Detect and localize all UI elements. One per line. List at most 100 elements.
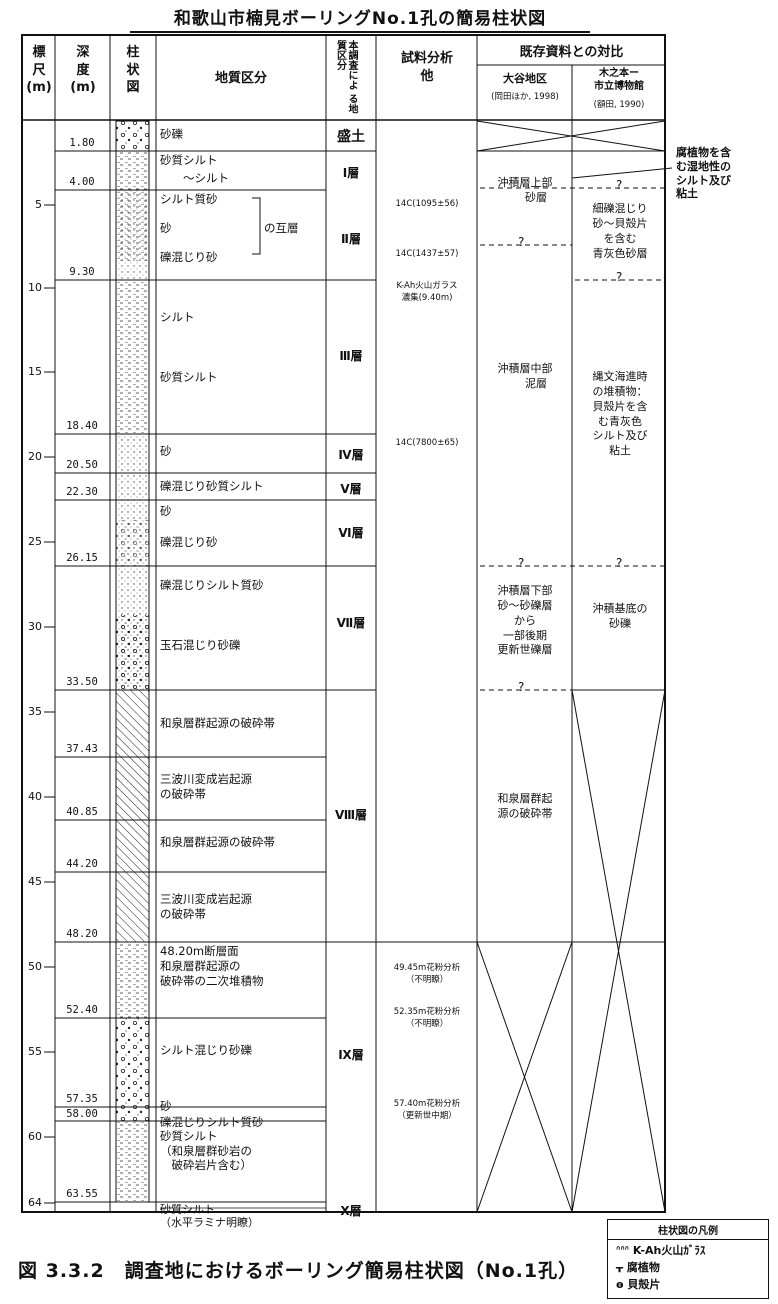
scale-tick: 50	[28, 960, 42, 973]
depth-value: 40.85	[66, 806, 98, 818]
uncertain-mark: ?	[518, 556, 525, 570]
scale-tick: 60	[28, 1130, 42, 1143]
header-column: 柱 状 図	[126, 45, 140, 96]
geology-description: 砂	[160, 444, 172, 458]
layer-label: Ⅳ層	[338, 448, 364, 462]
depth-value: 18.40	[66, 420, 98, 432]
scale-tick: 10	[28, 281, 42, 294]
analysis-note: 14C(7800±65)	[395, 438, 459, 448]
legend-item-shell: ɵ 貝殻片	[616, 1278, 661, 1291]
header-museum-ref: (額田, 1990)	[593, 100, 645, 110]
layer-label: Ⅹ層	[340, 1204, 362, 1218]
geology-description: 砂質シルト （水平ラミナ明瞭）	[160, 1203, 259, 1230]
depth-value: 37.43	[66, 743, 98, 755]
legend: 柱状図の凡例 ᐢᐢᐢ K-Ah火山ｶﾞﾗｽ ᚁ 腐植物 ɵ 貝殻片	[607, 1219, 769, 1299]
geology-description: 礫混じりシルト質砂 砂質シルト （和泉層群砂岩の 破砕岩片含む）	[160, 1115, 264, 1173]
side-note: 腐植物を含 む湿地性の シルト及び 粘土	[676, 146, 731, 201]
scale-tick: 20	[28, 450, 42, 463]
uncertain-mark: ?	[616, 178, 623, 192]
layer-label: Ⅷ層	[334, 808, 368, 822]
header-analysis: 試料分析 他	[400, 51, 453, 84]
scale-tick: 45	[28, 875, 42, 888]
ootani-comparison: 和泉層群起 源の破砕帯	[497, 792, 553, 820]
layer-label: Ⅰ層	[342, 166, 360, 180]
header-museum: 木之本ー 市立博物館	[594, 68, 644, 92]
header-ootani-ref: (岡田ほか, 1998)	[491, 92, 559, 102]
analysis-note: 14C(1095±56)	[395, 199, 459, 209]
volcanic-glass-icon: ᐢᐢᐢ	[616, 1244, 630, 1257]
depth-value: 57.35	[66, 1093, 98, 1105]
geology-description: の互層	[264, 221, 299, 235]
uncertain-mark: ?	[518, 680, 525, 694]
geology-description: 砂	[160, 1099, 172, 1113]
header-scale: 標 尺 (m)	[26, 45, 52, 96]
shell-icon: ɵ	[616, 1278, 624, 1291]
uncertain-mark: ?	[616, 270, 623, 284]
layer-label: Ⅶ層	[336, 616, 366, 630]
depth-value: 58.00	[66, 1108, 98, 1120]
depth-value: 63.55	[66, 1188, 98, 1200]
depth-value: 33.50	[66, 676, 98, 688]
depth-value: 26.15	[66, 552, 98, 564]
depth-value: 22.30	[66, 486, 98, 498]
scale-tick: 40	[28, 790, 42, 803]
uncertain-mark: ?	[518, 235, 525, 249]
geology-description: 砂 礫混じり砂	[160, 504, 218, 550]
scale-tick: 30	[28, 620, 42, 633]
legend-title: 柱状図の凡例	[608, 1222, 768, 1240]
analysis-note: 52.35m花粉分析 （不明瞭）	[393, 1007, 461, 1030]
scale-tick: 5	[35, 198, 42, 211]
geology-description: 三波川変成岩起源 の破砕帯	[160, 772, 252, 801]
geology-description: シルト混じり砂礫	[160, 1043, 252, 1057]
ootani-comparison: 沖積層下部 砂〜砂礫層 から 一部後期 更新世礫層	[497, 584, 553, 657]
geology-description: シルト質砂 砂 礫混じり砂	[160, 192, 218, 264]
museum-comparison: 縄文海進時 の堆積物： 貝殻片を含 む青灰色 シルト及び 粘土	[592, 370, 648, 458]
depth-value: 1.80	[69, 137, 95, 149]
header-survey-division: 本調査によ る地質区分	[334, 40, 358, 114]
geology-description: 礫混じり砂質シルト	[160, 479, 264, 493]
analysis-note: K-Ah火山ガラス 濃集(9.40m)	[396, 281, 458, 304]
geology-description: 三波川変成岩起源 の破砕帯	[160, 892, 252, 921]
humus-icon: ᚁ	[616, 1261, 624, 1274]
geology-description: 砂質シルト 〜シルト	[160, 153, 229, 185]
geology-description: 48.20m断層面 和泉層群起源の 破砕帯の二次堆積物	[160, 944, 264, 988]
geology-description: 和泉層群起源の破砕帯	[160, 716, 275, 730]
layer-label: 盛土	[337, 129, 365, 145]
analysis-note: 57.40m花粉分析 （更新世中期）	[393, 1099, 461, 1122]
museum-comparison: 沖積基底の 砂礫	[592, 602, 648, 630]
legend-item-volcanic-glass: ᐢᐢᐢ K-Ah火山ｶﾞﾗｽ	[616, 1244, 706, 1257]
scale-tick: 15	[28, 365, 42, 378]
header-ootani: 大谷地区	[503, 72, 547, 85]
scale-tick: 35	[28, 705, 42, 718]
header-comparison: 既存資料との対比	[519, 45, 624, 60]
geology-description: 砂礫	[160, 127, 183, 141]
uncertain-mark: ?	[616, 556, 623, 570]
figure-caption: 図 3.3.2 調査地におけるボーリング簡易柱状図（No.1孔）	[18, 1260, 579, 1282]
layer-label: Ⅲ層	[339, 349, 363, 363]
header-depth: 深 度 (m)	[70, 45, 96, 96]
scale-tick: 25	[28, 535, 42, 548]
scale-tick: 64	[28, 1196, 42, 1209]
geology-description: 礫混じりシルト質砂 玉石混じり砂礫	[160, 578, 264, 652]
geology-description: シルト 砂質シルト	[160, 310, 218, 384]
header-geology: 地質区分	[214, 71, 267, 86]
analysis-note: 49.45m花粉分析 （不明瞭）	[393, 963, 461, 986]
legend-item-humus: ᚁ 腐植物	[616, 1261, 660, 1274]
page-title: 和歌山市楠見ボーリングNo.1孔の簡易柱状図	[130, 4, 590, 33]
layer-label: Ⅴ層	[340, 482, 362, 496]
depth-value: 52.40	[66, 1004, 98, 1016]
layer-label: Ⅵ層	[338, 526, 364, 540]
museum-comparison: 細礫混じり 砂〜貝殻片 を含む 青灰色砂層	[592, 202, 648, 260]
depth-value: 9.30	[69, 266, 95, 278]
depth-value: 4.00	[69, 176, 95, 188]
depth-value: 44.20	[66, 858, 98, 870]
analysis-note: 14C(1437±57)	[395, 249, 459, 259]
depth-value: 48.20	[66, 928, 98, 940]
scale-tick: 55	[28, 1045, 42, 1058]
depth-value: 20.50	[66, 459, 98, 471]
ootani-comparison: 沖積層中部 泥層	[497, 362, 553, 390]
layer-label: Ⅱ層	[341, 232, 361, 246]
geology-description: 和泉層群起源の破砕帯	[160, 835, 275, 849]
ootani-comparison: 沖積層上部 砂層	[497, 176, 553, 204]
